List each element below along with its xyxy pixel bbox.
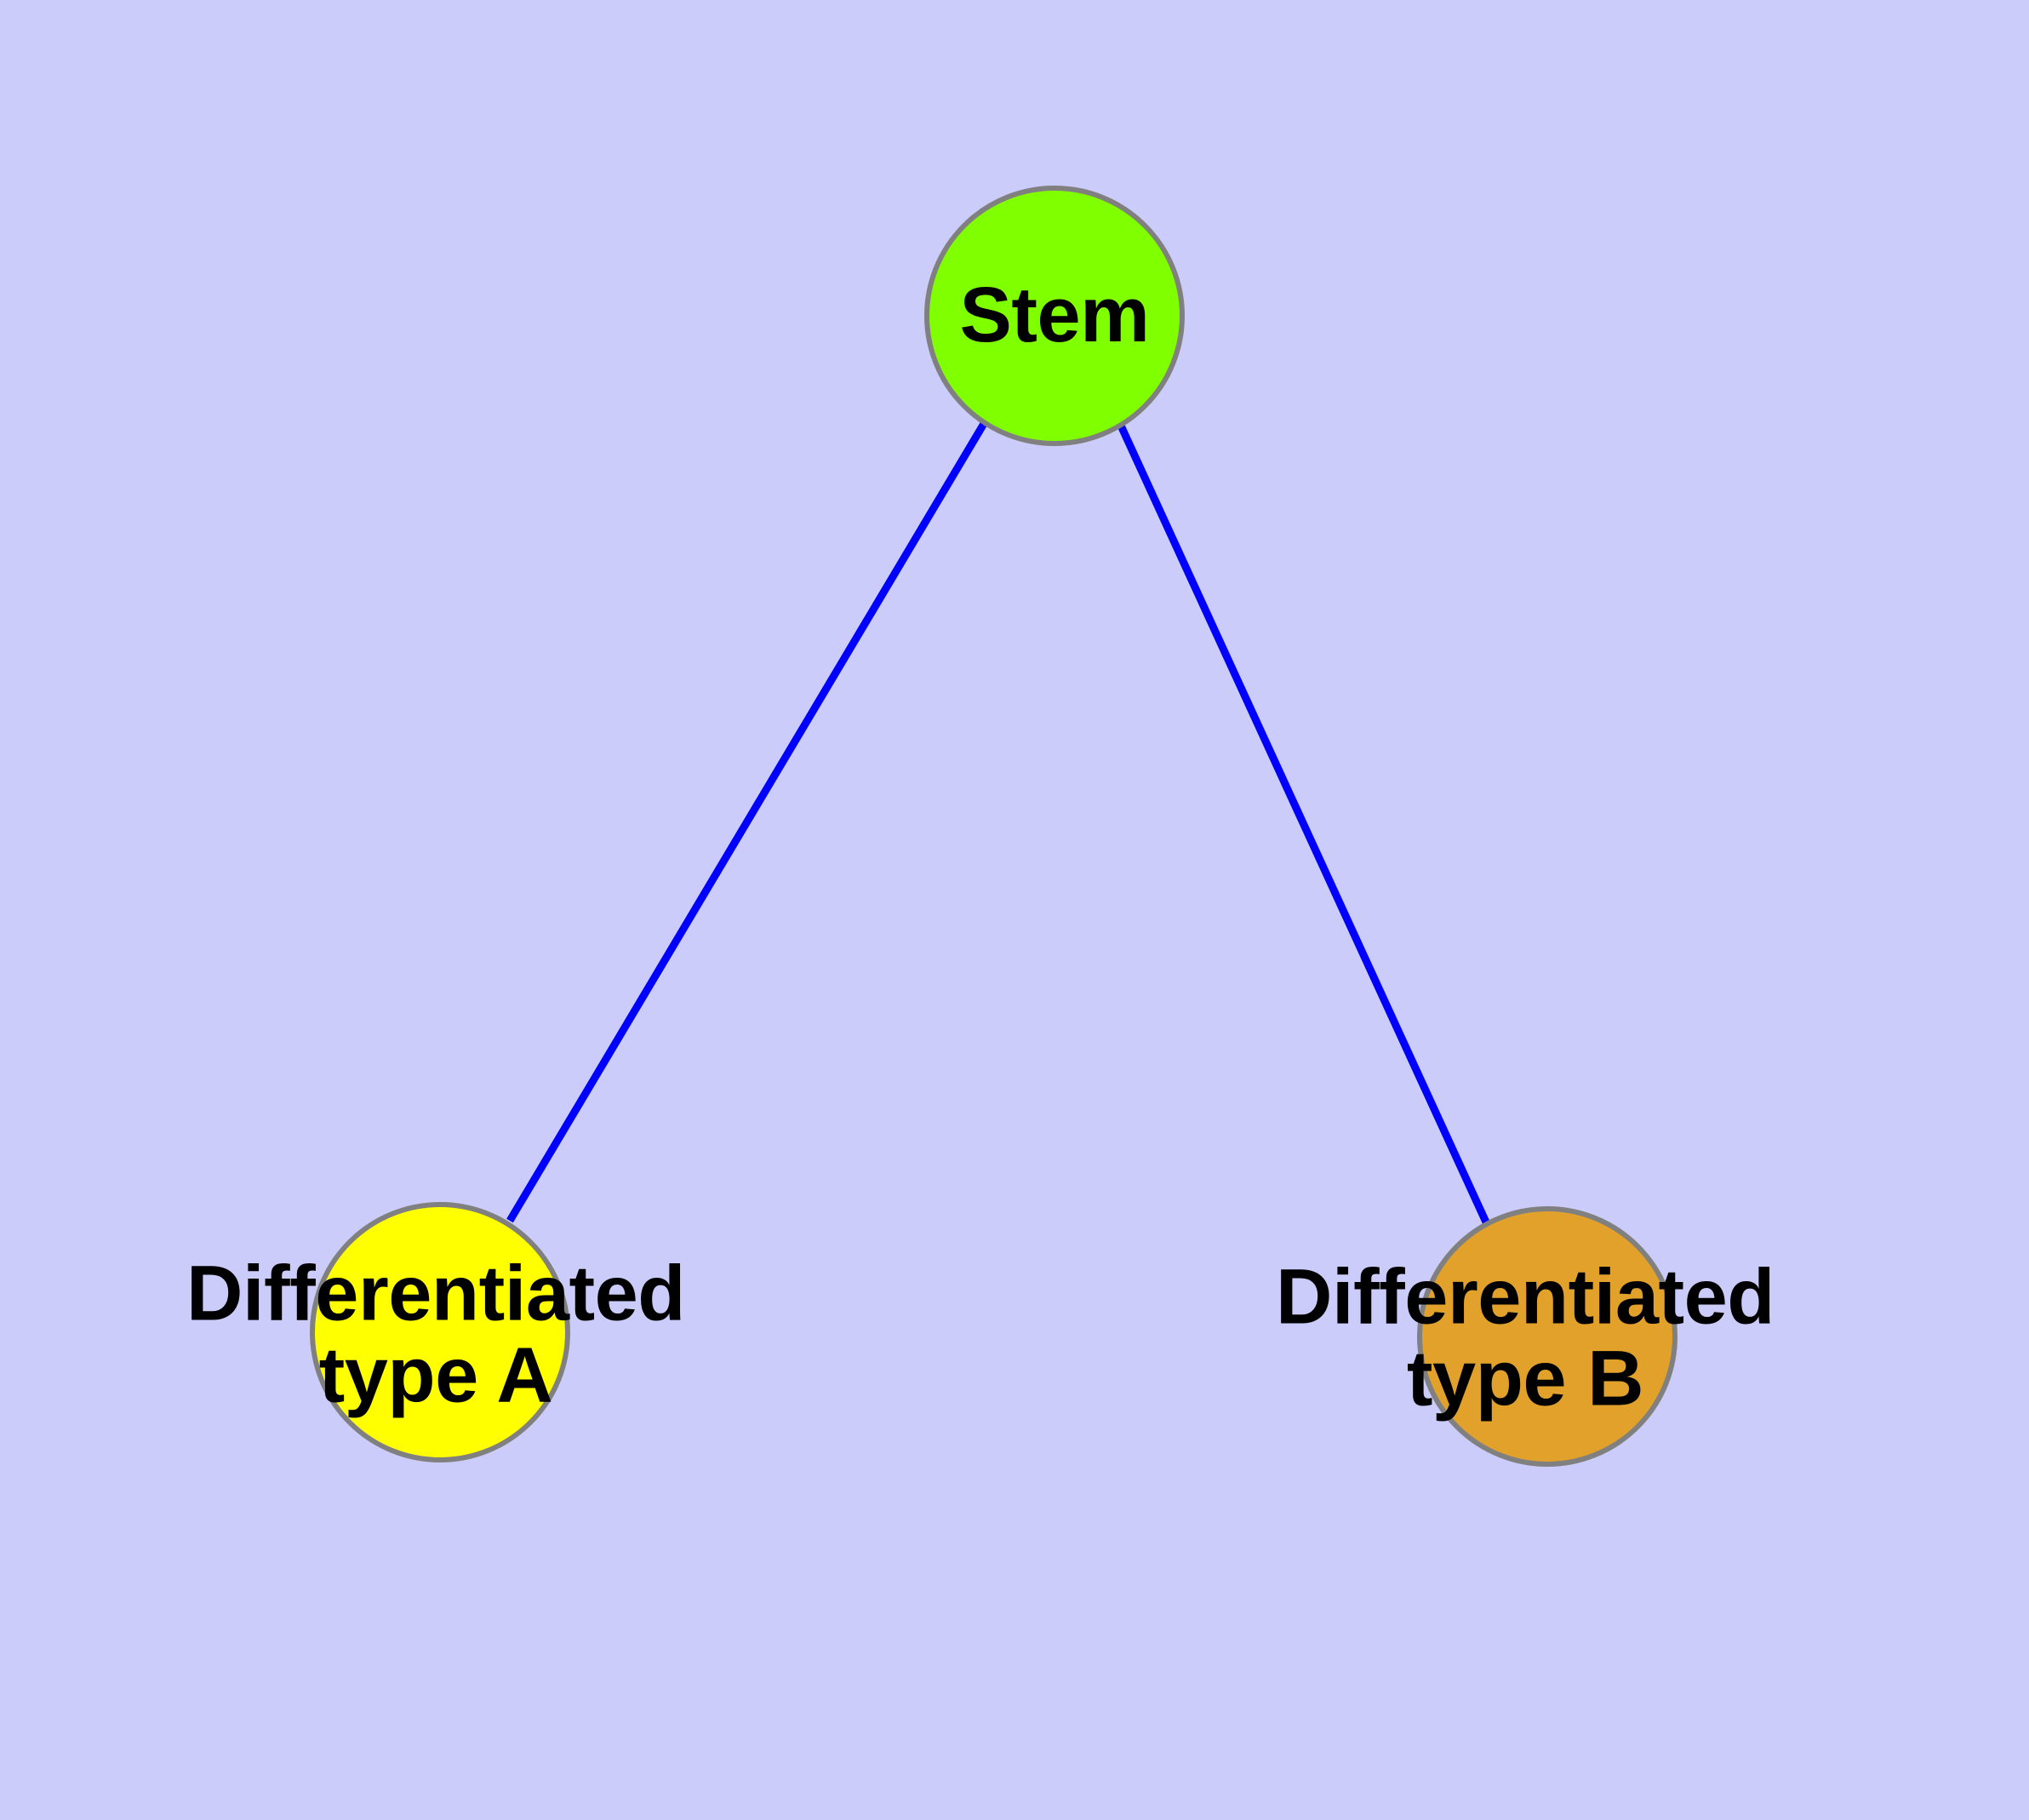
edge-stem-to-differentiated-type-b[interactable]	[1117, 424, 1492, 1228]
node-differentiated-type-b[interactable]	[1417, 1206, 1677, 1467]
node-layer	[310, 186, 1677, 1467]
edge-layer	[506, 420, 1492, 1228]
edge-stem-to-differentiated-type-a[interactable]	[506, 420, 988, 1223]
node-stem[interactable]	[924, 186, 1185, 446]
node-differentiated-type-a[interactable]	[310, 1202, 570, 1462]
